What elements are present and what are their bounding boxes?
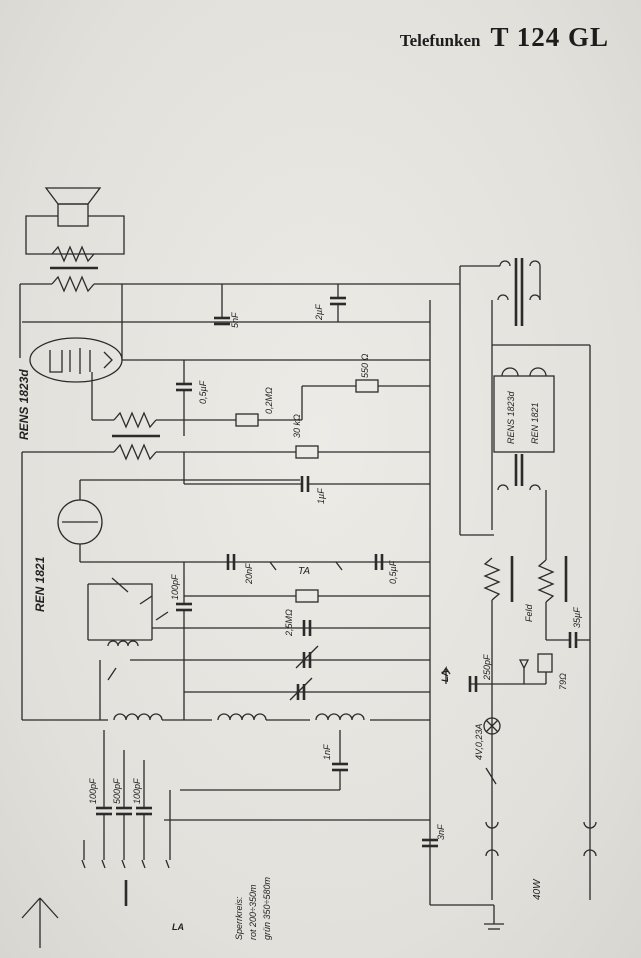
la-label-right: LA: [440, 670, 450, 682]
capacitor-05uf-a: 0,5µF: [176, 360, 208, 436]
capacitor-20nf: 20nF: [226, 554, 254, 585]
capacitor-3nf: 3nF: [422, 824, 504, 930]
svg-text:0,5µF: 0,5µF: [198, 380, 208, 404]
output-tube: [29, 337, 430, 383]
detector-tube-label: REN 1821: [33, 556, 47, 612]
svg-text:rot 200÷350m: rot 200÷350m: [248, 884, 258, 940]
svg-text:250pF: 250pF: [482, 654, 492, 681]
loudspeaker: [25, 187, 125, 270]
field-coil: Feld: [483, 556, 568, 900]
capacitor-1nf: 1nF: [180, 730, 348, 791]
resistor-02m: [235, 413, 259, 427]
resistor-550: [355, 379, 379, 393]
svg-text:500pF: 500pF: [112, 778, 122, 804]
header: Telefunken T 124 GL: [400, 22, 609, 53]
maker-name: Telefunken: [399, 31, 481, 50]
dial-lamp: 4V,0,23A: [474, 717, 501, 760]
output-tube-label: RENS 1823d: [17, 369, 31, 440]
capacitor-2uf: 2µF: [314, 284, 346, 322]
capacitor-35uf: 35µF: [546, 607, 590, 648]
antenna-capacitors: 100pF 500pF 100pF: [81, 730, 430, 869]
svg-text:TA: TA: [298, 566, 310, 577]
la-label-left: LA: [172, 922, 184, 932]
resistor-string-1: 0,2MΩ 550 Ω: [91, 353, 430, 438]
svg-text:40W: 40W: [532, 878, 543, 900]
svg-text:1µF: 1µF: [316, 488, 326, 504]
svg-text:2,5MΩ: 2,5MΩ: [284, 609, 294, 637]
svg-text:79Ω: 79Ω: [558, 673, 568, 690]
capacitor-5nf: 5nF: [214, 284, 240, 328]
svg-text:4V,0,23A: 4V,0,23A: [474, 724, 484, 760]
svg-text:550 Ω: 550 Ω: [360, 353, 370, 378]
svg-text:100pF: 100pF: [132, 778, 142, 804]
model-number: T 124 GL: [490, 22, 609, 52]
hum-pot: 79Ω: [470, 653, 568, 690]
rectifier-tube-2: REN 1821: [530, 402, 540, 444]
rectifier-tube-1: RENS 1823d: [506, 390, 516, 444]
svg-text:0,2MΩ: 0,2MΩ: [264, 387, 274, 414]
svg-text:grün 350÷580m: grün 350÷580m: [262, 877, 272, 940]
detector-tube: [57, 479, 430, 563]
pickup-input: TA: [269, 561, 343, 577]
resistor-25m: [295, 589, 319, 603]
svg-text:3nF: 3nF: [436, 824, 446, 840]
power-switch: 40W: [485, 767, 597, 900]
svg-text:5nF: 5nF: [230, 312, 240, 328]
svg-text:100pF: 100pF: [170, 574, 180, 600]
rectifier-section: RENS 1823d REN 1821: [460, 258, 591, 830]
capacitor-250pf: 250pF LA: [440, 654, 492, 692]
svg-text:2µF: 2µF: [314, 304, 324, 321]
tuning-section: 100pF: [22, 562, 430, 721]
svg-text:35µF: 35µF: [572, 607, 582, 628]
svg-text:30 kΩ: 30 kΩ: [292, 414, 302, 438]
sperrkreis-note: Sperrkreis: rot 200÷350m grün 350÷580m: [234, 877, 272, 940]
svg-text:0,5µF: 0,5µF: [388, 560, 398, 584]
svg-text:100pF: 100pF: [88, 778, 98, 804]
svg-text:20nF: 20nF: [244, 563, 254, 585]
antenna-symbol: [21, 897, 59, 948]
svg-text:1nF: 1nF: [322, 744, 332, 760]
resistor-30k: [295, 445, 319, 459]
svg-text:Feld: Feld: [524, 603, 534, 622]
svg-text:Sperrkreis:: Sperrkreis:: [234, 896, 244, 940]
capacitor-05uf-b: 0,5µF: [374, 554, 398, 584]
resistor-string-2: 30 kΩ 1µF: [22, 414, 430, 504]
output-transformer: [19, 275, 460, 360]
